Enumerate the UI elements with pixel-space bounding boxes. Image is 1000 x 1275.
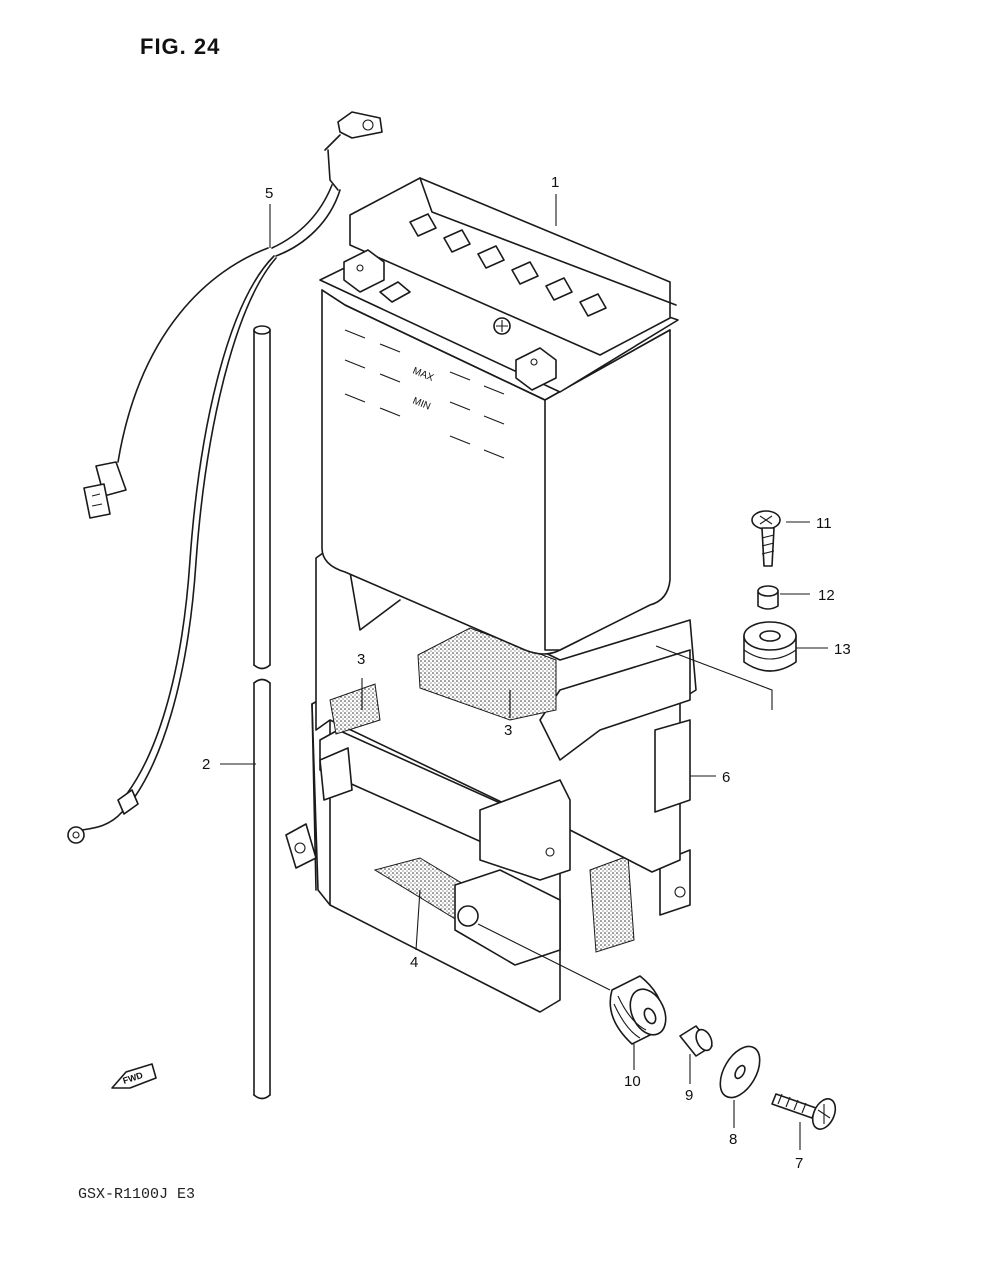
breather-tube xyxy=(253,325,271,1100)
grommet-10 xyxy=(609,975,667,1045)
callout-13: 13 xyxy=(834,641,851,658)
callout-3-right: 3 xyxy=(504,722,512,739)
callout-7: 7 xyxy=(795,1155,803,1172)
spacer-9 xyxy=(679,1025,713,1057)
callout-10: 10 xyxy=(624,1073,641,1090)
callout-5: 5 xyxy=(265,185,273,202)
cushion-pads xyxy=(329,627,557,735)
washer-8 xyxy=(719,1045,761,1099)
callout-11: 11 xyxy=(816,515,832,532)
battery: MAX MIN xyxy=(319,177,679,655)
callout-3-left: 3 xyxy=(357,651,365,668)
collar-12 xyxy=(757,585,779,610)
wire-harness xyxy=(67,111,383,844)
screw-11 xyxy=(751,510,781,567)
bolt-7 xyxy=(771,1093,837,1130)
callout-9: 9 xyxy=(685,1087,693,1104)
grommet-13 xyxy=(743,621,797,672)
leader-lines xyxy=(220,194,828,1150)
fwd-arrow-icon: FWD xyxy=(111,1063,157,1089)
callout-6: 6 xyxy=(722,769,730,786)
callout-2: 2 xyxy=(202,756,210,773)
callout-8: 8 xyxy=(729,1131,737,1148)
figure-title: FIG. 24 xyxy=(140,34,221,59)
callout-numbers: 1 2 3 3 4 5 6 7 8 9 10 11 12 13 xyxy=(202,174,851,1172)
model-code: GSX-R1100J E3 xyxy=(78,1186,196,1203)
callout-4: 4 xyxy=(410,954,418,971)
callout-12: 12 xyxy=(818,587,835,604)
callout-1: 1 xyxy=(551,174,559,191)
